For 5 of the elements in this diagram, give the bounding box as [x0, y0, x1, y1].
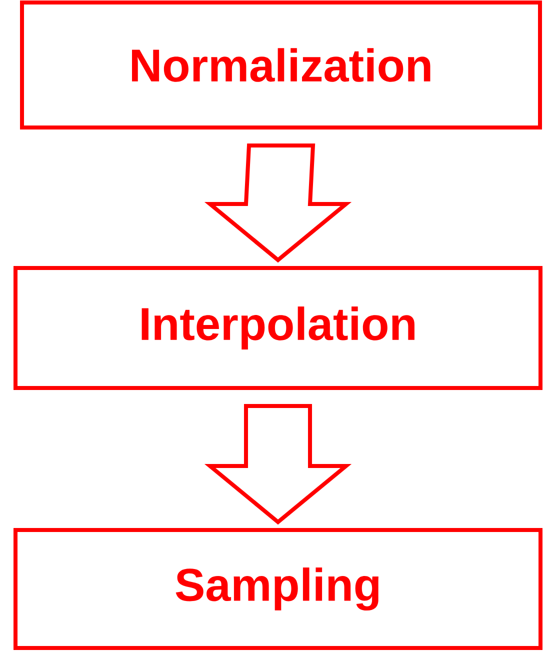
block-arrow — [204, 144, 352, 263]
block-arrow — [204, 404, 352, 525]
process-box: Normalization — [20, 0, 542, 130]
process-box: Sampling — [14, 528, 542, 650]
process-box: Interpolation — [14, 266, 542, 390]
